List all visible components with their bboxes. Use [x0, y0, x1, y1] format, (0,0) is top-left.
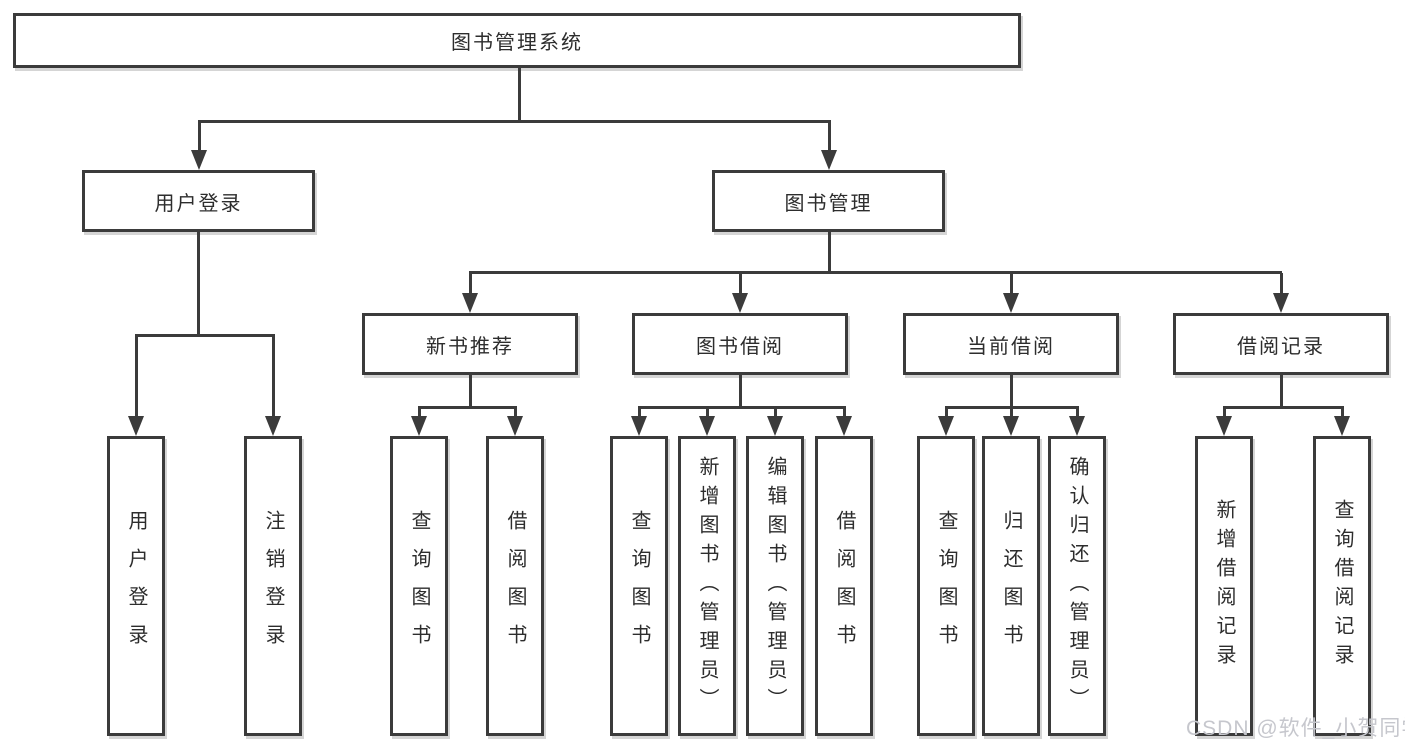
leaf-user-login: 用户登录: [107, 436, 165, 736]
leaf-query-borrow-record: 查询借阅记录: [1313, 436, 1371, 736]
connector-line: [272, 336, 275, 418]
connector-line: [469, 375, 472, 408]
arrowhead-down: [462, 293, 478, 313]
node-library-management-system: 图书管理系统: [13, 13, 1021, 68]
leaf-add-borrow-record: 新增借阅记录: [1195, 436, 1253, 736]
arrowhead-down: [699, 416, 715, 436]
arrowhead-down: [507, 416, 523, 436]
connector-line: [1010, 375, 1013, 408]
node-borrow-records: 借阅记录: [1173, 313, 1389, 375]
connector-line: [774, 408, 777, 418]
arrowhead-down: [191, 150, 207, 170]
leaf-borrow-books-borrow: 借阅图书: [815, 436, 873, 736]
arrowhead-down: [1273, 293, 1289, 313]
leaf-confirm-return-admin: 确认归还（管理员）: [1048, 436, 1106, 736]
connector-line: [828, 122, 831, 152]
node-book-borrow: 图书借阅: [632, 313, 848, 375]
connector-line: [843, 408, 846, 418]
leaf-return-book: 归还图书: [982, 436, 1040, 736]
leaf-borrow-books-recommend: 借阅图书: [486, 436, 544, 736]
connector-line: [1010, 408, 1013, 418]
connector-line: [1076, 408, 1079, 418]
leaf-add-book-admin: 新增图书（管理员）: [678, 436, 736, 736]
connector-line: [469, 271, 1282, 274]
connector-line: [418, 408, 421, 418]
leaf-query-books-borrow: 查询图书: [610, 436, 668, 736]
arrowhead-down: [1069, 416, 1085, 436]
connector-line: [135, 336, 138, 418]
arrowhead-down: [938, 416, 954, 436]
node-current-borrow: 当前借阅: [903, 313, 1119, 375]
connector-line: [739, 375, 742, 408]
connector-line: [638, 406, 846, 409]
arrowhead-down: [631, 416, 647, 436]
arrowhead-down: [821, 150, 837, 170]
connector-line: [197, 232, 200, 336]
connector-line: [739, 273, 742, 295]
connector-line: [135, 334, 275, 337]
connector-line: [1341, 408, 1344, 418]
connector-line: [418, 406, 517, 409]
connector-line: [1280, 273, 1283, 295]
arrowhead-down: [1003, 416, 1019, 436]
arrowhead-down: [1216, 416, 1232, 436]
connector-line: [1280, 375, 1283, 408]
watermark: CSDN @软件_小贺同学: [1186, 717, 1405, 740]
connector-line: [638, 408, 641, 418]
connector-line: [706, 408, 709, 418]
leaf-query-books-current: 查询图书: [917, 436, 975, 736]
arrowhead-down: [732, 293, 748, 313]
arrowhead-down: [1334, 416, 1350, 436]
arrowhead-down: [265, 416, 281, 436]
leaf-edit-book-admin: 编辑图书（管理员）: [746, 436, 804, 736]
connector-line: [514, 408, 517, 418]
arrowhead-down: [767, 416, 783, 436]
connector-line: [518, 68, 521, 121]
node-user-login: 用户登录: [82, 170, 315, 232]
leaf-logout: 注销登录: [244, 436, 302, 736]
node-new-book-recommend: 新书推荐: [362, 313, 578, 375]
arrowhead-down: [1003, 293, 1019, 313]
connector-line: [828, 232, 831, 273]
connector-line: [198, 120, 831, 123]
arrowhead-down: [411, 416, 427, 436]
connector-line: [1223, 408, 1226, 418]
leaf-query-books-recommend: 查询图书: [390, 436, 448, 736]
connector-line: [945, 408, 948, 418]
node-book-management: 图书管理: [712, 170, 945, 232]
connector-line: [1223, 406, 1344, 409]
connector-line: [469, 273, 472, 295]
connector-line: [198, 122, 201, 152]
connector-line: [1010, 273, 1013, 295]
arrowhead-down: [836, 416, 852, 436]
connector-line: [945, 406, 1079, 409]
arrowhead-down: [128, 416, 144, 436]
